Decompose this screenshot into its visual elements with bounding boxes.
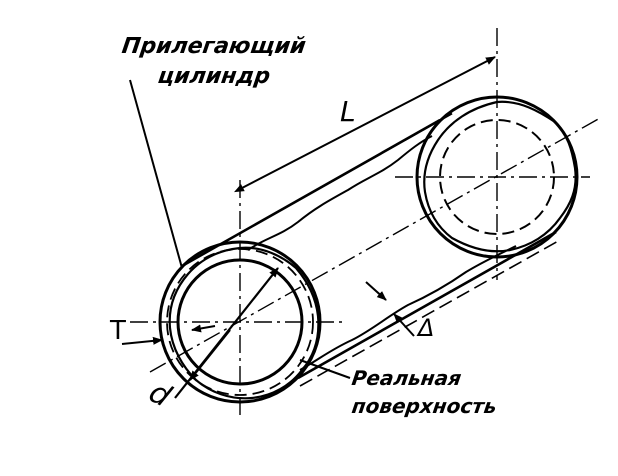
deviation-label: Δ bbox=[418, 314, 435, 342]
top-wavy-generatrix bbox=[247, 135, 433, 251]
length-dimension-line bbox=[234, 56, 496, 193]
tolerance-arrow-inner bbox=[191, 324, 216, 333]
real-surface-leader bbox=[299, 359, 351, 379]
adjacent-cylinder-label-line1: Прилегающий bbox=[120, 34, 308, 59]
tolerance-label: T bbox=[110, 316, 126, 346]
real-surface-label-line1: Реальная bbox=[350, 366, 463, 390]
length-label: L bbox=[340, 95, 356, 128]
adjacent-cylinder-label-line2: цилиндр bbox=[156, 64, 272, 89]
bottom-dashed-generatrix bbox=[299, 239, 561, 387]
cylinder-axis bbox=[149, 117, 601, 373]
bottom-generatrix bbox=[297, 230, 557, 380]
real-surface-label-line2: поверхность bbox=[350, 394, 499, 418]
tolerance-arrow-outer bbox=[121, 336, 163, 345]
diameter-arrow-lower bbox=[189, 329, 231, 381]
bottom-wavy-generatrix bbox=[299, 245, 517, 371]
deviation-arrow-top bbox=[365, 281, 387, 301]
adjacent-cylinder-leader bbox=[129, 79, 183, 269]
deviation-arrow-bottom bbox=[393, 313, 415, 337]
front-wavy-surface bbox=[168, 246, 320, 400]
